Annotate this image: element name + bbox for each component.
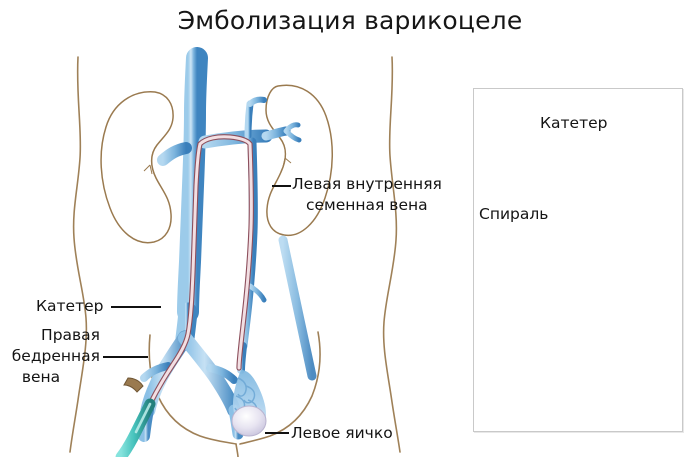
- right-kidney: [100, 91, 174, 244]
- label-left-internal-spermatic-vein: Левая внутренняя семенная вена: [292, 174, 442, 216]
- label-catheter-inset: Катетер: [540, 114, 608, 132]
- page-title: Эмболизация варикоцеле: [177, 6, 523, 35]
- label-catheter: Катетер: [36, 297, 104, 315]
- coil-detail-panel-frame: [473, 88, 683, 432]
- label-line: Правая: [41, 326, 100, 344]
- label-right-femoral-vein: Правая бедренная вена: [0, 325, 100, 388]
- introducer-sheath: [115, 377, 156, 457]
- testicle-body: [231, 405, 267, 437]
- label-line: Левая внутренняя: [292, 175, 442, 193]
- left-kidney: [265, 84, 333, 237]
- leader-lines: [103, 185, 291, 434]
- label-line: вена: [21, 368, 61, 386]
- left-testicle-varicocele: [231, 370, 267, 437]
- label-coil: Спираль: [479, 205, 549, 223]
- label-line: бедренная: [11, 347, 100, 365]
- label-left-testicle: Левое яичко: [291, 424, 393, 442]
- catheter-path: [147, 134, 255, 407]
- body-outline: [69, 56, 401, 457]
- label-line: семенная вена: [306, 196, 428, 214]
- sheath-hub: [123, 377, 144, 393]
